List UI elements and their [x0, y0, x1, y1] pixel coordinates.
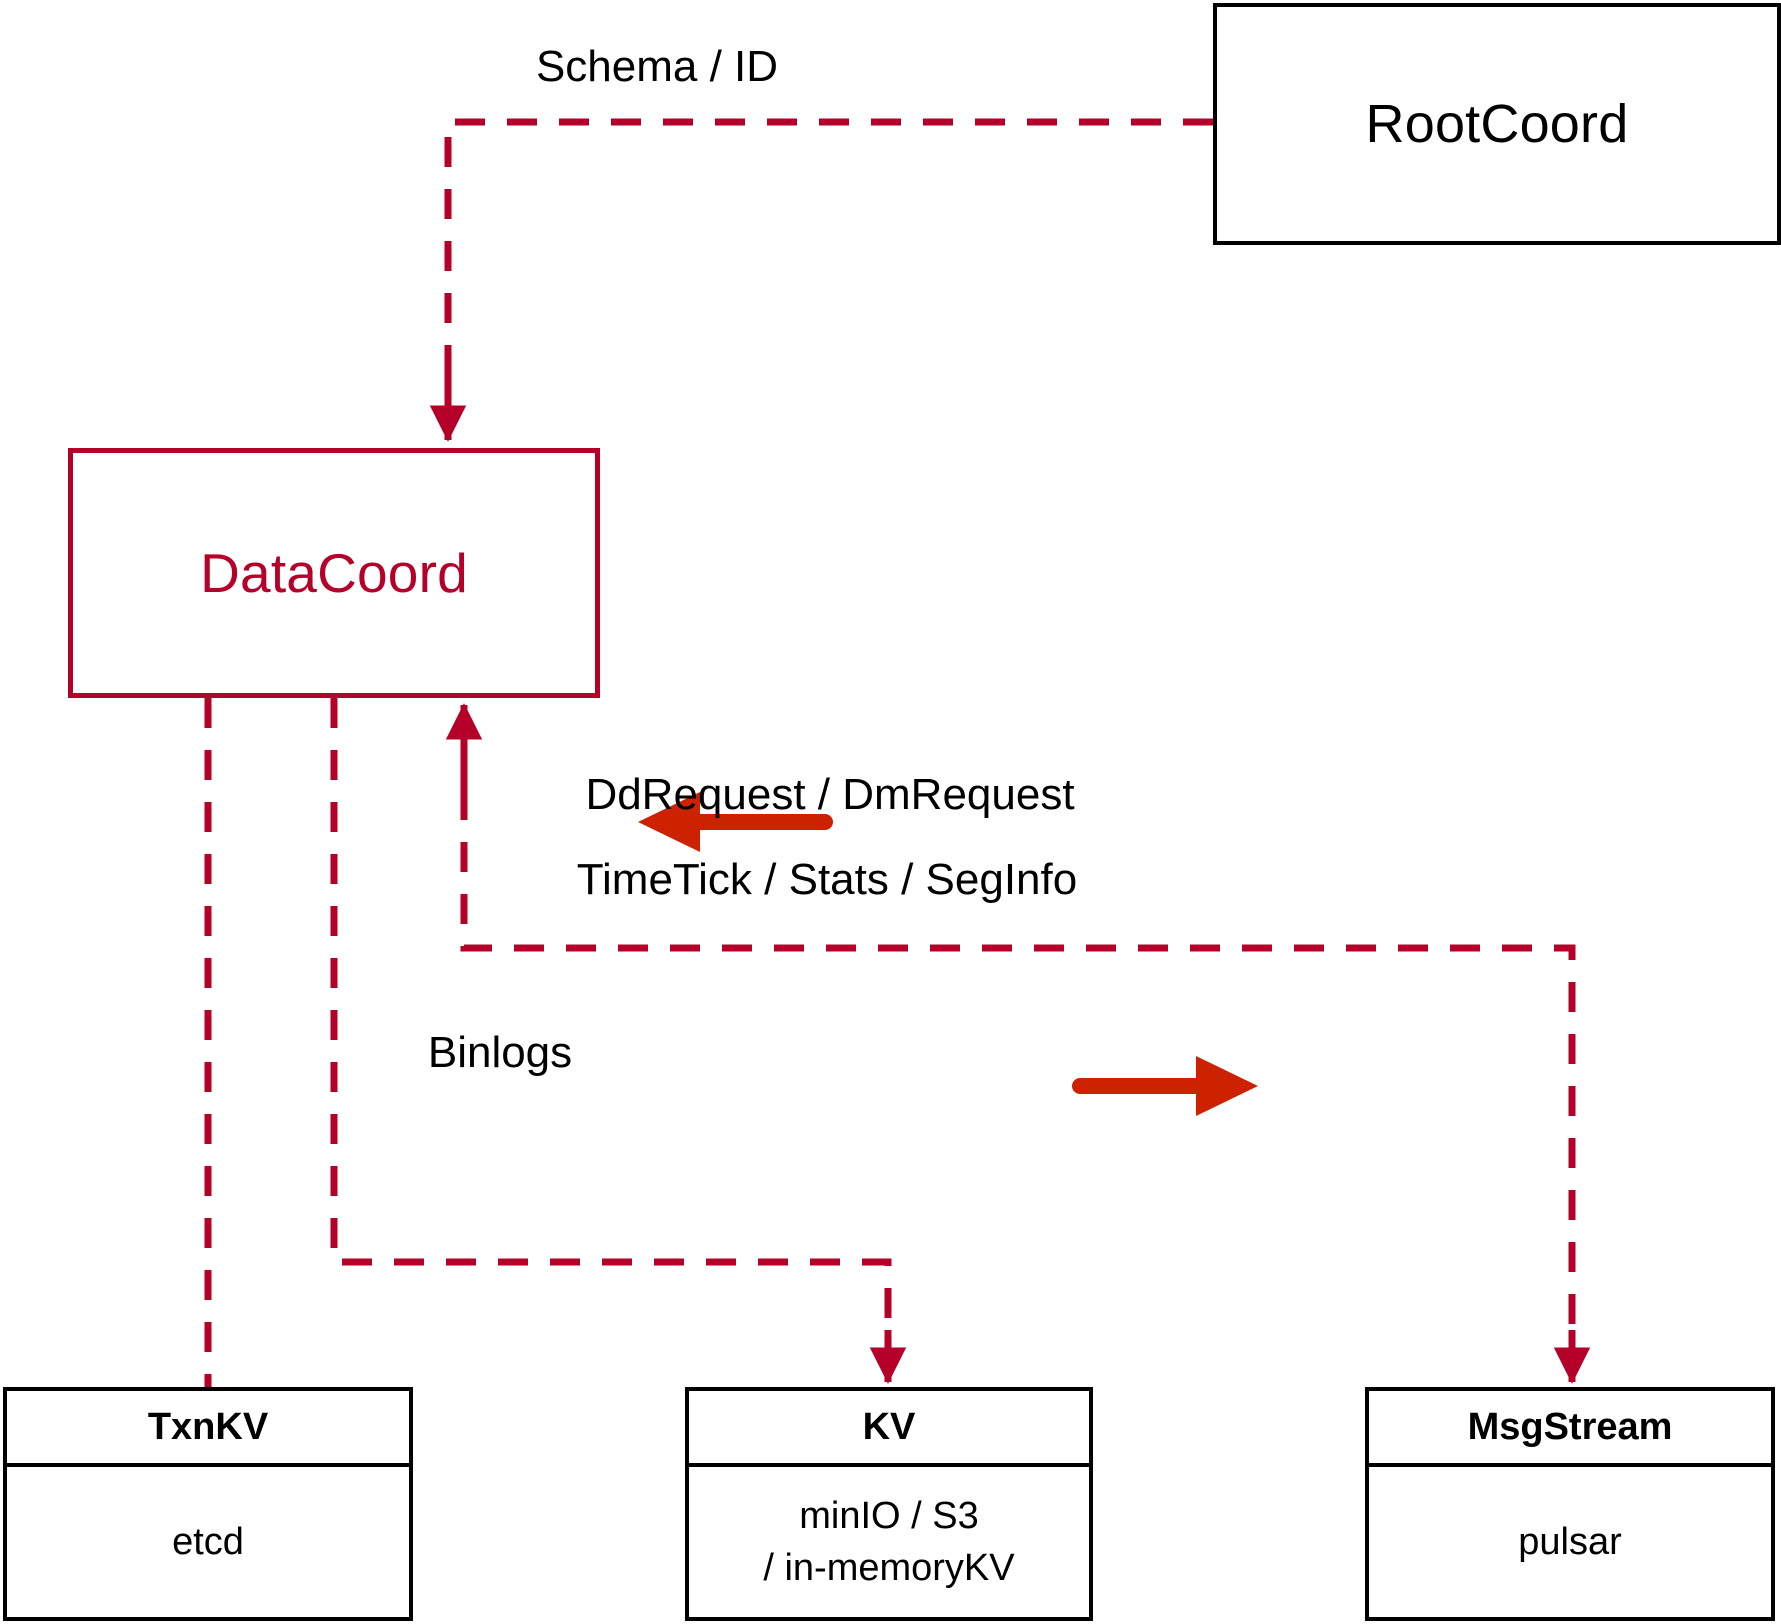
edge-binlogs — [330, 698, 907, 1384]
node-datacoord-label: DataCoord — [200, 542, 468, 604]
node-kv-header: KV — [689, 1391, 1089, 1467]
node-msgstream-header: MsgStream — [1369, 1391, 1771, 1467]
outbound-arrow-icon — [1072, 1056, 1258, 1116]
node-msgstream[interactable]: MsgStream pulsar — [1365, 1387, 1775, 1621]
node-datacoord[interactable]: DataCoord — [68, 448, 600, 698]
node-msgstream-body: pulsar — [1369, 1467, 1771, 1617]
inbound-arrow-icon — [638, 792, 833, 852]
node-rootcoord-label: RootCoord — [1365, 94, 1629, 154]
node-txnkv-body-line-1: etcd — [172, 1520, 244, 1563]
edge-label-schema-id: Schema / ID — [535, 42, 779, 91]
node-rootcoord[interactable]: RootCoord — [1213, 3, 1781, 245]
node-kv[interactable]: KV minIO / S3 / in-memoryKV — [685, 1387, 1093, 1621]
edge-label-dd-dm-request: DdRequest / DmRequest — [585, 770, 1075, 819]
node-txnkv-body: etcd — [7, 1467, 409, 1617]
edge-schema-id — [429, 118, 1213, 442]
node-msgstream-body-line-1: pulsar — [1518, 1520, 1622, 1563]
node-kv-body-line-1: minIO / S3 — [799, 1494, 979, 1537]
node-txnkv-header: TxnKV — [7, 1391, 409, 1467]
edge-label-timetick-stats-seginfo: TimeTick / Stats / SegInfo — [576, 855, 1078, 904]
node-kv-body-line-2: / in-memoryKV — [763, 1547, 1015, 1589]
node-kv-body: minIO / S3 / in-memoryKV — [689, 1467, 1089, 1617]
edge-label-binlogs: Binlogs — [427, 1028, 573, 1077]
edge-msgstream-datacoord — [445, 703, 1591, 1384]
node-txnkv[interactable]: TxnKV etcd — [3, 1387, 413, 1621]
